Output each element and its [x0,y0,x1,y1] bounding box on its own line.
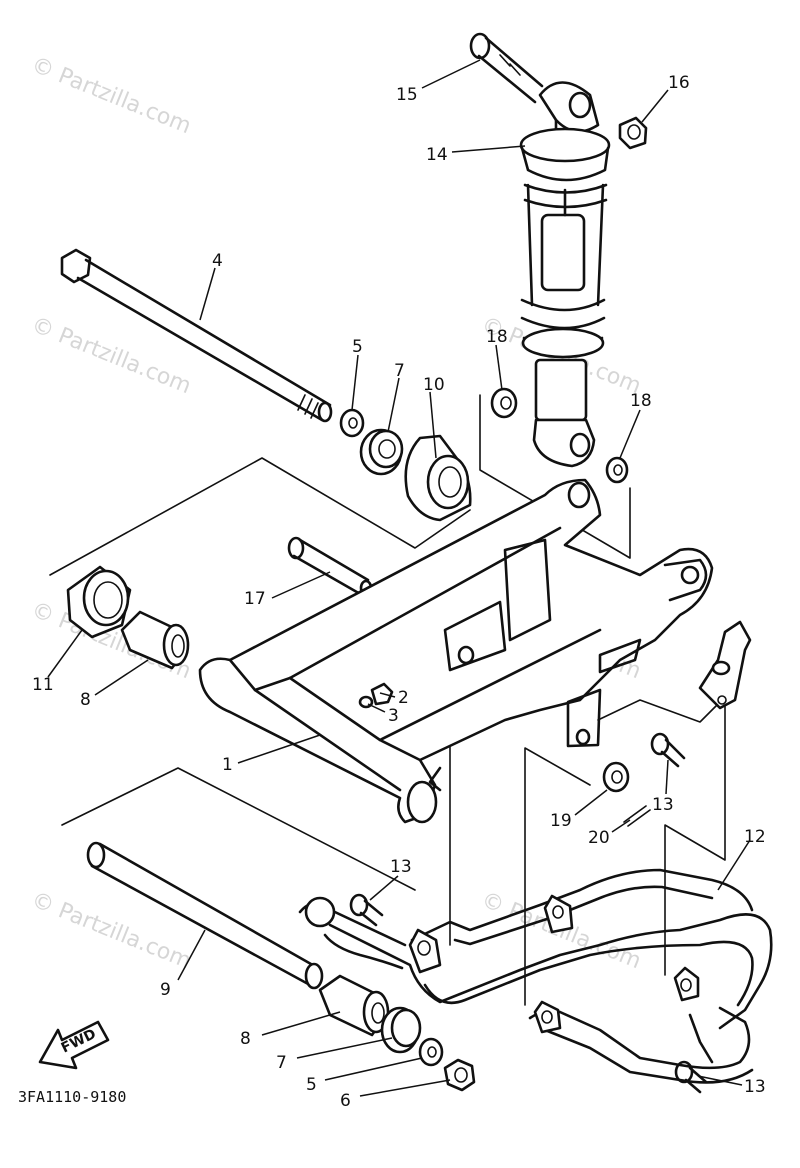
callout-8-left: 8 [80,690,91,710]
callout-9: 9 [160,980,171,1000]
callout-13-upper: 13 [652,795,674,815]
callout-2: 2 [398,688,409,708]
part-4-pivot-bolt [60,248,333,423]
part-15-bolt [469,32,544,104]
callout-16: 16 [668,73,690,93]
callout-15: 15 [396,85,418,105]
callout-13-lower: 13 [744,1077,766,1097]
part-5-washer-bottom [418,1037,444,1067]
part-17-pin [287,536,373,597]
part-20-cotter-pin [623,805,651,827]
part-18-washers [490,387,629,484]
part-19-washer [602,761,630,793]
watermark-1: © Partzilla.com [28,52,195,139]
callout-5-bottom: 5 [306,1075,317,1095]
callout-18-left: 18 [486,327,508,347]
callout-10: 10 [423,375,445,395]
callout-12: 12 [744,827,766,847]
callout-7-top: 7 [394,361,405,381]
callout-14: 14 [426,145,448,165]
part-12-lower-frame [298,868,773,1084]
callout-17: 17 [244,589,266,609]
callout-13-middle: 13 [390,857,412,877]
watermark-2: © Partzilla.com [28,312,195,399]
diagram-code: 3FA1110-9180 [18,1088,126,1106]
watermark-4: © Partzilla.com [28,887,195,974]
part-6-nut [443,1058,476,1092]
callout-8-bottom: 8 [240,1029,251,1049]
chain-guide-bracket [698,620,752,710]
callout-labels: 15 16 14 4 5 7 10 18 18 17 11 8 2 3 1 19… [32,73,766,1111]
leader-lines [47,59,751,1097]
callout-7-bottom: 7 [276,1053,287,1073]
callout-1: 1 [222,755,233,775]
callout-6: 6 [340,1091,351,1111]
part-7-seal-top [359,428,404,476]
part-1-swingarm [198,478,714,824]
part-7-seal-bottom [380,1006,422,1054]
callout-19: 19 [550,811,572,831]
callout-5-top: 5 [352,337,363,357]
callout-3: 3 [388,706,399,726]
part-13-bolt-middle [349,893,384,927]
callout-11: 11 [32,675,54,695]
callout-20: 20 [588,828,610,848]
part-8-sleeve-left [120,610,190,670]
part-14-shock-absorber [519,81,611,468]
fwd-arrow: FWD [38,1020,110,1070]
callout-18-right: 18 [630,391,652,411]
part-16-nut [618,116,648,150]
part-5-washer-top [339,408,365,438]
part-13-bolt-upper [650,732,686,768]
callout-4: 4 [212,251,223,271]
part-8-sleeve-bottom [318,974,390,1037]
part-10-bushing [404,434,472,522]
part-9-shaft [86,841,324,990]
part-11-collar [66,565,132,639]
